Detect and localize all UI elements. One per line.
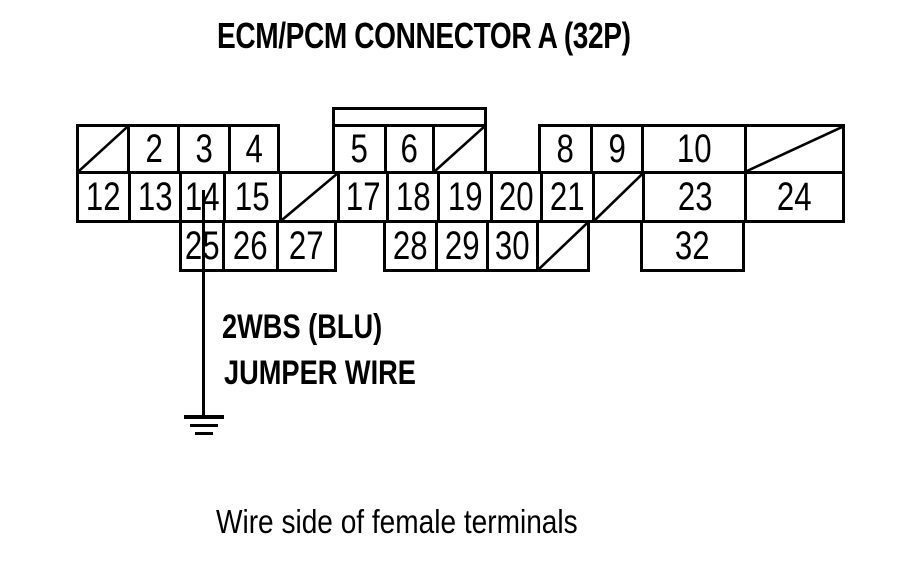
blank-pin-cell-diagonal <box>539 223 587 269</box>
pin-cell-9: 9 <box>593 127 645 171</box>
pin-cell-19: 19 <box>440 174 493 220</box>
pin-cell-23: 23 <box>645 174 748 220</box>
connector-block-top-middle: 5 6 <box>332 124 487 174</box>
connector-block-middle-row: 12 13 14 15 17 18 19 20 21 23 24 <box>76 171 845 223</box>
pin-cell-20: 20 <box>493 174 543 220</box>
pin-label: 13 <box>137 175 173 219</box>
pin-label: 28 <box>393 224 428 268</box>
pin-label: 29 <box>444 224 480 268</box>
pin-label: 18 <box>395 175 431 219</box>
diagonal-slash-icon <box>435 127 484 171</box>
pin-cell-13: 13 <box>131 174 183 220</box>
pin-cell-5: 5 <box>335 127 387 171</box>
pin-label: 8 <box>556 127 574 171</box>
pin-label: 3 <box>195 127 213 171</box>
diagonal-slash-icon <box>539 223 587 269</box>
pin-label: 4 <box>245 127 263 171</box>
connector-block-top-right: 8 9 10 <box>538 124 845 174</box>
diagonal-slash-icon <box>747 127 842 171</box>
pin-cell-12: 12 <box>79 174 132 220</box>
connector-block-bottom-right: 32 <box>640 220 745 272</box>
blank-pin-cell-diagonal <box>79 127 131 171</box>
blank-pin-cell-diagonal <box>747 127 842 171</box>
pin-label: 6 <box>400 127 419 171</box>
pin-cell-30: 30 <box>489 223 539 269</box>
pin-cell-28: 28 <box>386 223 439 269</box>
pin-cell-17: 17 <box>340 174 390 220</box>
pin-cell-29: 29 <box>438 223 490 269</box>
diagram-title: ECM/PCM CONNECTOR A (32P) <box>217 15 631 56</box>
pin-cell-4: 4 <box>231 127 277 171</box>
pin-cell-8: 8 <box>541 127 593 171</box>
pin-cell-25: 25 <box>182 223 225 269</box>
pin-label: 10 <box>676 127 712 171</box>
diagonal-slash-icon <box>282 174 337 220</box>
pin-label: 25 <box>185 226 220 266</box>
pin-label: 21 <box>549 175 585 219</box>
pin-label: 24 <box>777 175 813 219</box>
connector-block-bottom-middle: 28 29 30 <box>383 220 590 272</box>
pin-label: 23 <box>677 175 713 219</box>
pin-cell-24: 24 <box>747 174 842 220</box>
pin-label: 26 <box>233 224 268 268</box>
pin-label: 27 <box>289 224 325 268</box>
pin-label: 5 <box>350 127 369 171</box>
pin-label: 32 <box>675 224 710 268</box>
pin-cell-32: 32 <box>643 223 742 269</box>
jumper-wire-label: JUMPER WIRE <box>224 354 416 392</box>
pin-cell-21: 21 <box>543 174 595 220</box>
wire-code-label: 2WBS (BLU) <box>222 308 383 346</box>
pin-cell-2: 2 <box>130 127 181 171</box>
pin-label: 9 <box>608 127 626 171</box>
pin-cell-27: 27 <box>279 223 334 269</box>
diagonal-slash-icon <box>595 174 642 220</box>
blank-pin-cell-diagonal <box>435 127 484 171</box>
blank-pin-cell-diagonal <box>282 174 340 220</box>
pin-cell-6: 6 <box>387 127 436 171</box>
pin-label: 19 <box>447 175 483 219</box>
pin-label: 20 <box>498 175 534 219</box>
connector-block-bottom-left: 25 26 27 <box>179 220 337 272</box>
pin-cell-3: 3 <box>180 127 231 171</box>
pin-cell-10: 10 <box>644 127 747 171</box>
pin-label: 15 <box>235 175 270 219</box>
blank-pin-cell-diagonal <box>595 174 646 220</box>
pin-cell-15: 15 <box>226 174 282 220</box>
connector-block-top-left: 2 3 4 <box>76 124 280 174</box>
jumper-wire-line <box>202 190 205 416</box>
pin-cell-26: 26 <box>225 223 280 269</box>
diagram-caption: Wire side of female terminals <box>216 503 578 540</box>
pin-label: 17 <box>345 175 381 219</box>
pin-label: 2 <box>145 127 163 171</box>
pin-cell-18: 18 <box>389 174 441 220</box>
pin-label: 12 <box>86 175 121 219</box>
pin-label: 30 <box>495 224 530 268</box>
diagonal-slash-icon <box>79 127 127 171</box>
